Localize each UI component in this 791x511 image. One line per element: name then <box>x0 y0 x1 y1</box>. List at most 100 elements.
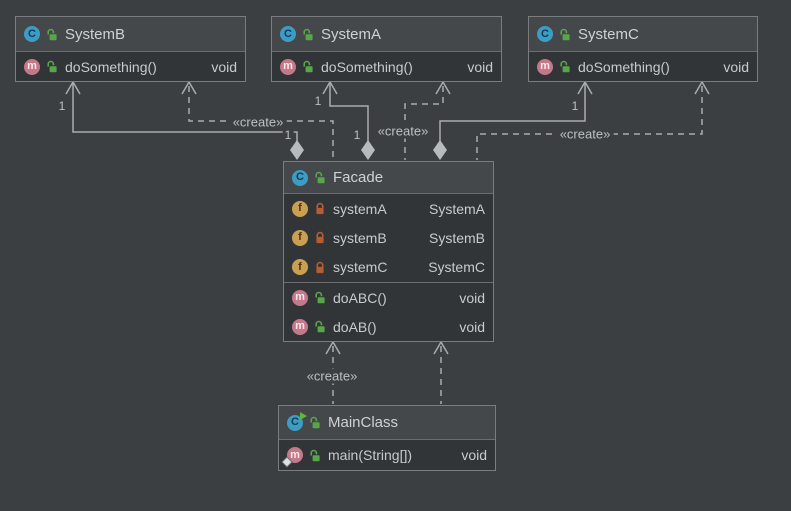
class-icon: C <box>292 169 308 186</box>
class-icon: C <box>24 26 40 42</box>
method-row-doabc[interactable]: m doABC() void <box>284 283 493 312</box>
class-node-systema[interactable]: C SystemA m doSomething() void <box>271 16 502 82</box>
field-name: systemB <box>333 229 387 246</box>
icon-letter: m <box>290 448 300 461</box>
method-row-dosomething[interactable]: m doSomething() void <box>529 52 757 81</box>
create-stereotype-label: «create» <box>374 123 432 139</box>
fields-section: f systemA SystemA f systemB SystemB f sy… <box>284 194 493 282</box>
field-name: systemA <box>333 200 387 217</box>
method-name: doSomething() <box>578 58 670 75</box>
edge-aggregation-facade-systema[interactable] <box>322 80 375 160</box>
edge-aggregation-facade-systemc[interactable] <box>433 80 593 160</box>
methods-section: m doABC() void m doAB() void <box>284 282 493 341</box>
icon-letter: m <box>27 60 37 72</box>
multiplicity-label: 1 <box>569 99 581 113</box>
class-node-mainclass[interactable]: C MainClass m main(String[]) void <box>278 405 496 471</box>
field-row-systemb[interactable]: f systemB SystemB <box>284 223 493 252</box>
method-name: doSomething() <box>321 58 413 75</box>
method-row-dosomething[interactable]: m doSomething() void <box>272 52 501 81</box>
public-unlock-icon <box>46 28 58 41</box>
edge-create-facade-systemc[interactable] <box>476 80 710 160</box>
class-name: SystemB <box>65 25 126 43</box>
icon-letter: f <box>298 231 302 244</box>
edge-create-mainclass-facade-right[interactable] <box>433 340 449 404</box>
field-icon: f <box>292 259 308 276</box>
method-name: doSomething() <box>65 58 157 75</box>
public-unlock-icon <box>302 60 314 73</box>
icon-letter: m <box>295 291 305 303</box>
method-row-dosomething[interactable]: m doSomething() void <box>16 52 245 81</box>
field-icon: f <box>292 229 308 246</box>
method-return-type: void <box>459 318 485 335</box>
class-header-facade[interactable]: C Facade <box>284 162 493 194</box>
class-node-systemc[interactable]: C SystemC m doSomething() void <box>528 16 758 82</box>
class-header-systema[interactable]: C SystemA <box>272 17 501 52</box>
private-lock-icon <box>314 261 326 274</box>
public-unlock-icon <box>314 171 326 184</box>
method-icon: m <box>282 447 303 467</box>
public-unlock-icon <box>46 60 58 73</box>
public-unlock-icon <box>302 28 314 41</box>
field-type: SystemA <box>428 200 485 217</box>
method-name: doABC() <box>333 289 387 306</box>
class-node-facade[interactable]: C Facade f systemA SystemA f systemB Sys… <box>283 161 494 342</box>
icon-letter: C <box>296 171 304 183</box>
method-name: main(String[]) <box>328 447 413 463</box>
method-name: doAB() <box>333 318 377 335</box>
field-row-systemc[interactable]: f systemC SystemC <box>284 253 493 282</box>
method-return-type: void <box>723 58 749 75</box>
method-return-type: void <box>459 289 485 306</box>
icon-letter: C <box>291 416 299 428</box>
private-lock-icon <box>314 231 326 244</box>
public-unlock-icon <box>309 449 321 462</box>
public-unlock-icon <box>314 320 326 333</box>
create-stereotype-label: «create» <box>303 368 361 384</box>
class-icon: C <box>280 26 296 42</box>
public-unlock-icon <box>559 60 571 73</box>
edge-create-facade-systema[interactable] <box>404 80 451 160</box>
icon-letter: f <box>298 260 302 273</box>
method-icon: m <box>292 318 308 335</box>
public-unlock-icon <box>309 416 321 429</box>
class-header-systemc[interactable]: C SystemC <box>529 17 757 52</box>
multiplicity-label: 1 <box>351 128 363 142</box>
field-row-systema[interactable]: f systemA SystemA <box>284 194 493 223</box>
icon-letter: m <box>540 60 550 72</box>
field-icon: f <box>292 200 308 217</box>
icon-letter: C <box>541 27 549 40</box>
multiplicity-label: 1 <box>56 99 68 113</box>
class-name: Facade <box>333 169 384 186</box>
icon-letter: C <box>28 27 36 40</box>
multiplicity-label: 1 <box>282 128 294 142</box>
run-overlay-icon <box>300 411 307 420</box>
method-icon: m <box>24 58 40 75</box>
class-header-systemb[interactable]: C SystemB <box>16 17 245 52</box>
class-node-systemb[interactable]: C SystemB m doSomething() void <box>15 16 246 82</box>
icon-letter: m <box>283 60 293 72</box>
class-icon: C <box>537 26 553 42</box>
method-row-doab[interactable]: m doAB() void <box>284 312 493 341</box>
private-lock-icon <box>314 202 326 215</box>
method-return-type: void <box>211 58 237 75</box>
runnable-class-icon: C <box>287 411 307 431</box>
multiplicity-label: 1 <box>312 94 324 108</box>
icon-letter: f <box>298 202 302 215</box>
class-name: SystemA <box>321 25 382 43</box>
field-type: SystemC <box>428 259 485 276</box>
method-return-type: void <box>467 58 493 75</box>
icon-letter: C <box>284 27 292 40</box>
method-icon: m <box>292 289 308 306</box>
class-name: SystemC <box>578 25 639 43</box>
method-row-main[interactable]: m main(String[]) void <box>279 440 495 470</box>
class-header-mainclass[interactable]: C MainClass <box>279 406 495 440</box>
create-stereotype-label: «create» <box>229 114 287 130</box>
field-type: SystemB <box>428 229 485 246</box>
icon-letter: m <box>295 320 305 332</box>
method-return-type: void <box>461 447 487 463</box>
method-icon: m <box>280 58 296 75</box>
public-unlock-icon <box>559 28 571 41</box>
method-icon: m <box>537 58 553 75</box>
field-name: systemC <box>333 259 388 276</box>
class-name: MainClass <box>328 414 399 431</box>
